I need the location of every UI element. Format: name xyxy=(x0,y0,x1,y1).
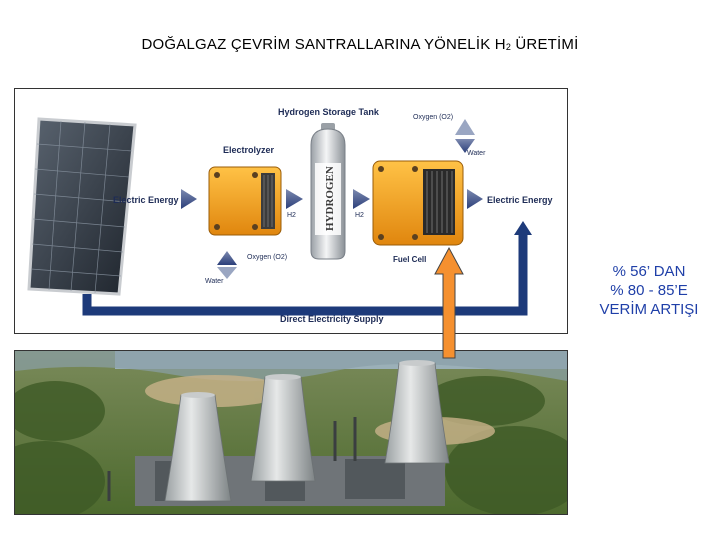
hydrogen-system-diagram: Direct Electricity Supply Electric Energ… xyxy=(14,88,568,334)
efficiency-gain-label: % 56’ DAN % 80 - 85’E VERİM ARTIŞI xyxy=(584,262,714,319)
arrow-right-icon xyxy=(286,189,303,209)
arrow-up-icon xyxy=(217,251,237,265)
fuel-cell-unit xyxy=(373,161,463,245)
page-title: DOĞALGAZ ÇEVRİM SANTRALLARINA YÖNELİK H2… xyxy=(0,36,720,53)
arrow-up-icon xyxy=(455,119,475,135)
electric-out-label: Electric Energy xyxy=(487,195,553,205)
oxygen-top-label: Oxygen (O2) xyxy=(413,114,453,121)
h2-right-label: H2 xyxy=(355,212,364,219)
electrolyzer-unit xyxy=(209,167,281,235)
power-plant-photo xyxy=(14,350,568,515)
oxygen-bottom-label: Oxygen (O2) xyxy=(247,254,287,261)
arrow-right-icon xyxy=(181,189,197,209)
tank-label: HYDROGEN xyxy=(324,166,336,231)
electrolyzer-label: Electrolyzer xyxy=(223,145,275,155)
efficiency-line-1: % 56’ DAN xyxy=(584,262,714,281)
solar-panel-icon xyxy=(29,119,135,294)
supply-label: Direct Electricity Supply xyxy=(280,314,384,324)
fuel-cell-label: Fuel Cell xyxy=(393,255,426,264)
electric-in-label: Electric Energy xyxy=(113,195,179,205)
efficiency-arrow-icon xyxy=(432,246,466,360)
water-top-label: Water xyxy=(467,150,486,157)
h2-left-label: H2 xyxy=(287,212,296,219)
efficiency-line-2: % 80 - 85’E xyxy=(584,281,714,300)
arrow-right-icon xyxy=(353,189,370,209)
efficiency-line-3: VERİM ARTIŞI xyxy=(584,300,714,319)
arrow-right-icon xyxy=(467,189,483,209)
water-bottom-label: Water xyxy=(205,278,224,285)
storage-tank-label: Hydrogen Storage Tank xyxy=(278,107,380,117)
